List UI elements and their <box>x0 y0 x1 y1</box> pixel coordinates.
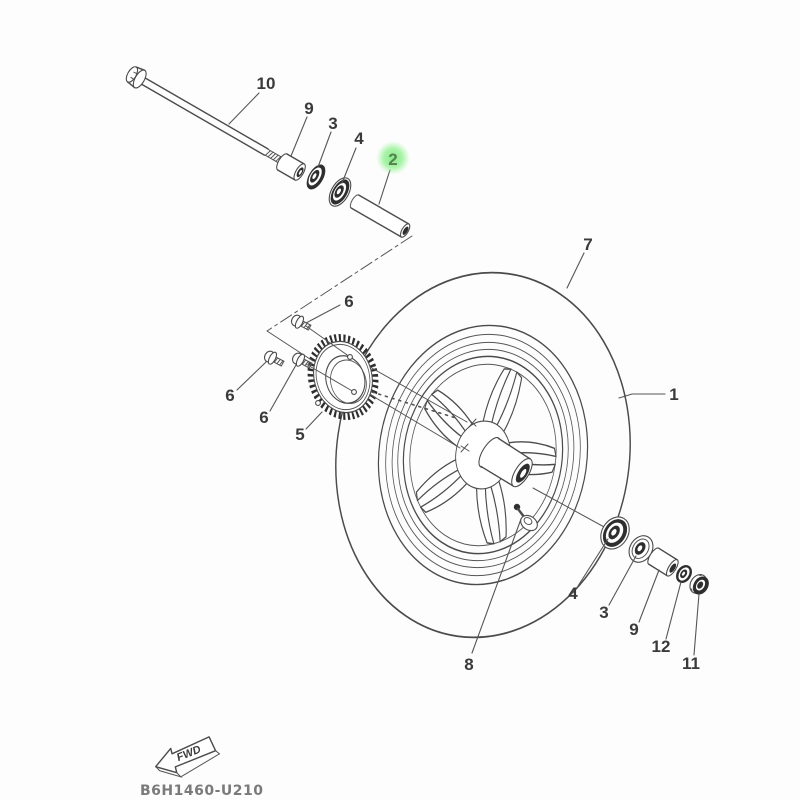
callout-3-top[interactable]: 3 <box>328 114 337 133</box>
oil-seal-right <box>628 535 654 563</box>
valve-stem <box>513 503 538 532</box>
axle-nut <box>689 574 709 595</box>
callout-11[interactable]: 11 <box>682 654 700 673</box>
callout-8[interactable]: 8 <box>464 655 473 674</box>
callout-9-right[interactable]: 9 <box>629 620 638 639</box>
callout-12[interactable]: 12 <box>652 637 671 656</box>
callout-9-top[interactable]: 9 <box>304 99 313 118</box>
highlight-glow <box>376 141 410 175</box>
hub-cylinder <box>478 437 533 488</box>
callout-4-right[interactable]: 4 <box>568 584 578 603</box>
diagram-code: B6H1460-U210 <box>140 783 264 799</box>
sensor-ring-bolt <box>288 312 314 335</box>
front-wheel <box>335 271 631 639</box>
sensor-ring-bolt <box>261 348 287 371</box>
callout-6-b[interactable]: 6 <box>225 386 234 405</box>
fwd-arrow: FWD <box>154 736 221 778</box>
callouts: 10 9 3 4 2 6 6 6 5 7 1 8 4 3 9 12 11 <box>225 74 700 674</box>
assembly-centerlines <box>266 235 607 529</box>
callout-7[interactable]: 7 <box>583 235 592 254</box>
callout-10[interactable]: 10 <box>257 74 276 93</box>
leader-lines <box>228 92 700 656</box>
collar-highlighted-part <box>349 194 411 238</box>
washer <box>676 564 692 584</box>
bearing-top <box>328 177 352 207</box>
callout-3-right[interactable]: 3 <box>599 603 608 622</box>
spacer-right <box>647 547 679 577</box>
callout-6-a[interactable]: 6 <box>344 292 353 311</box>
callout-1[interactable]: 1 <box>669 385 678 404</box>
callout-5[interactable]: 5 <box>295 425 304 444</box>
spacer-top <box>276 153 306 181</box>
callout-2-highlighted[interactable]: 2 <box>388 150 397 169</box>
callout-6-c[interactable]: 6 <box>259 408 268 427</box>
callout-4-top[interactable]: 4 <box>354 129 364 148</box>
oil-seal-top <box>306 164 326 190</box>
bearing-right <box>600 516 630 550</box>
